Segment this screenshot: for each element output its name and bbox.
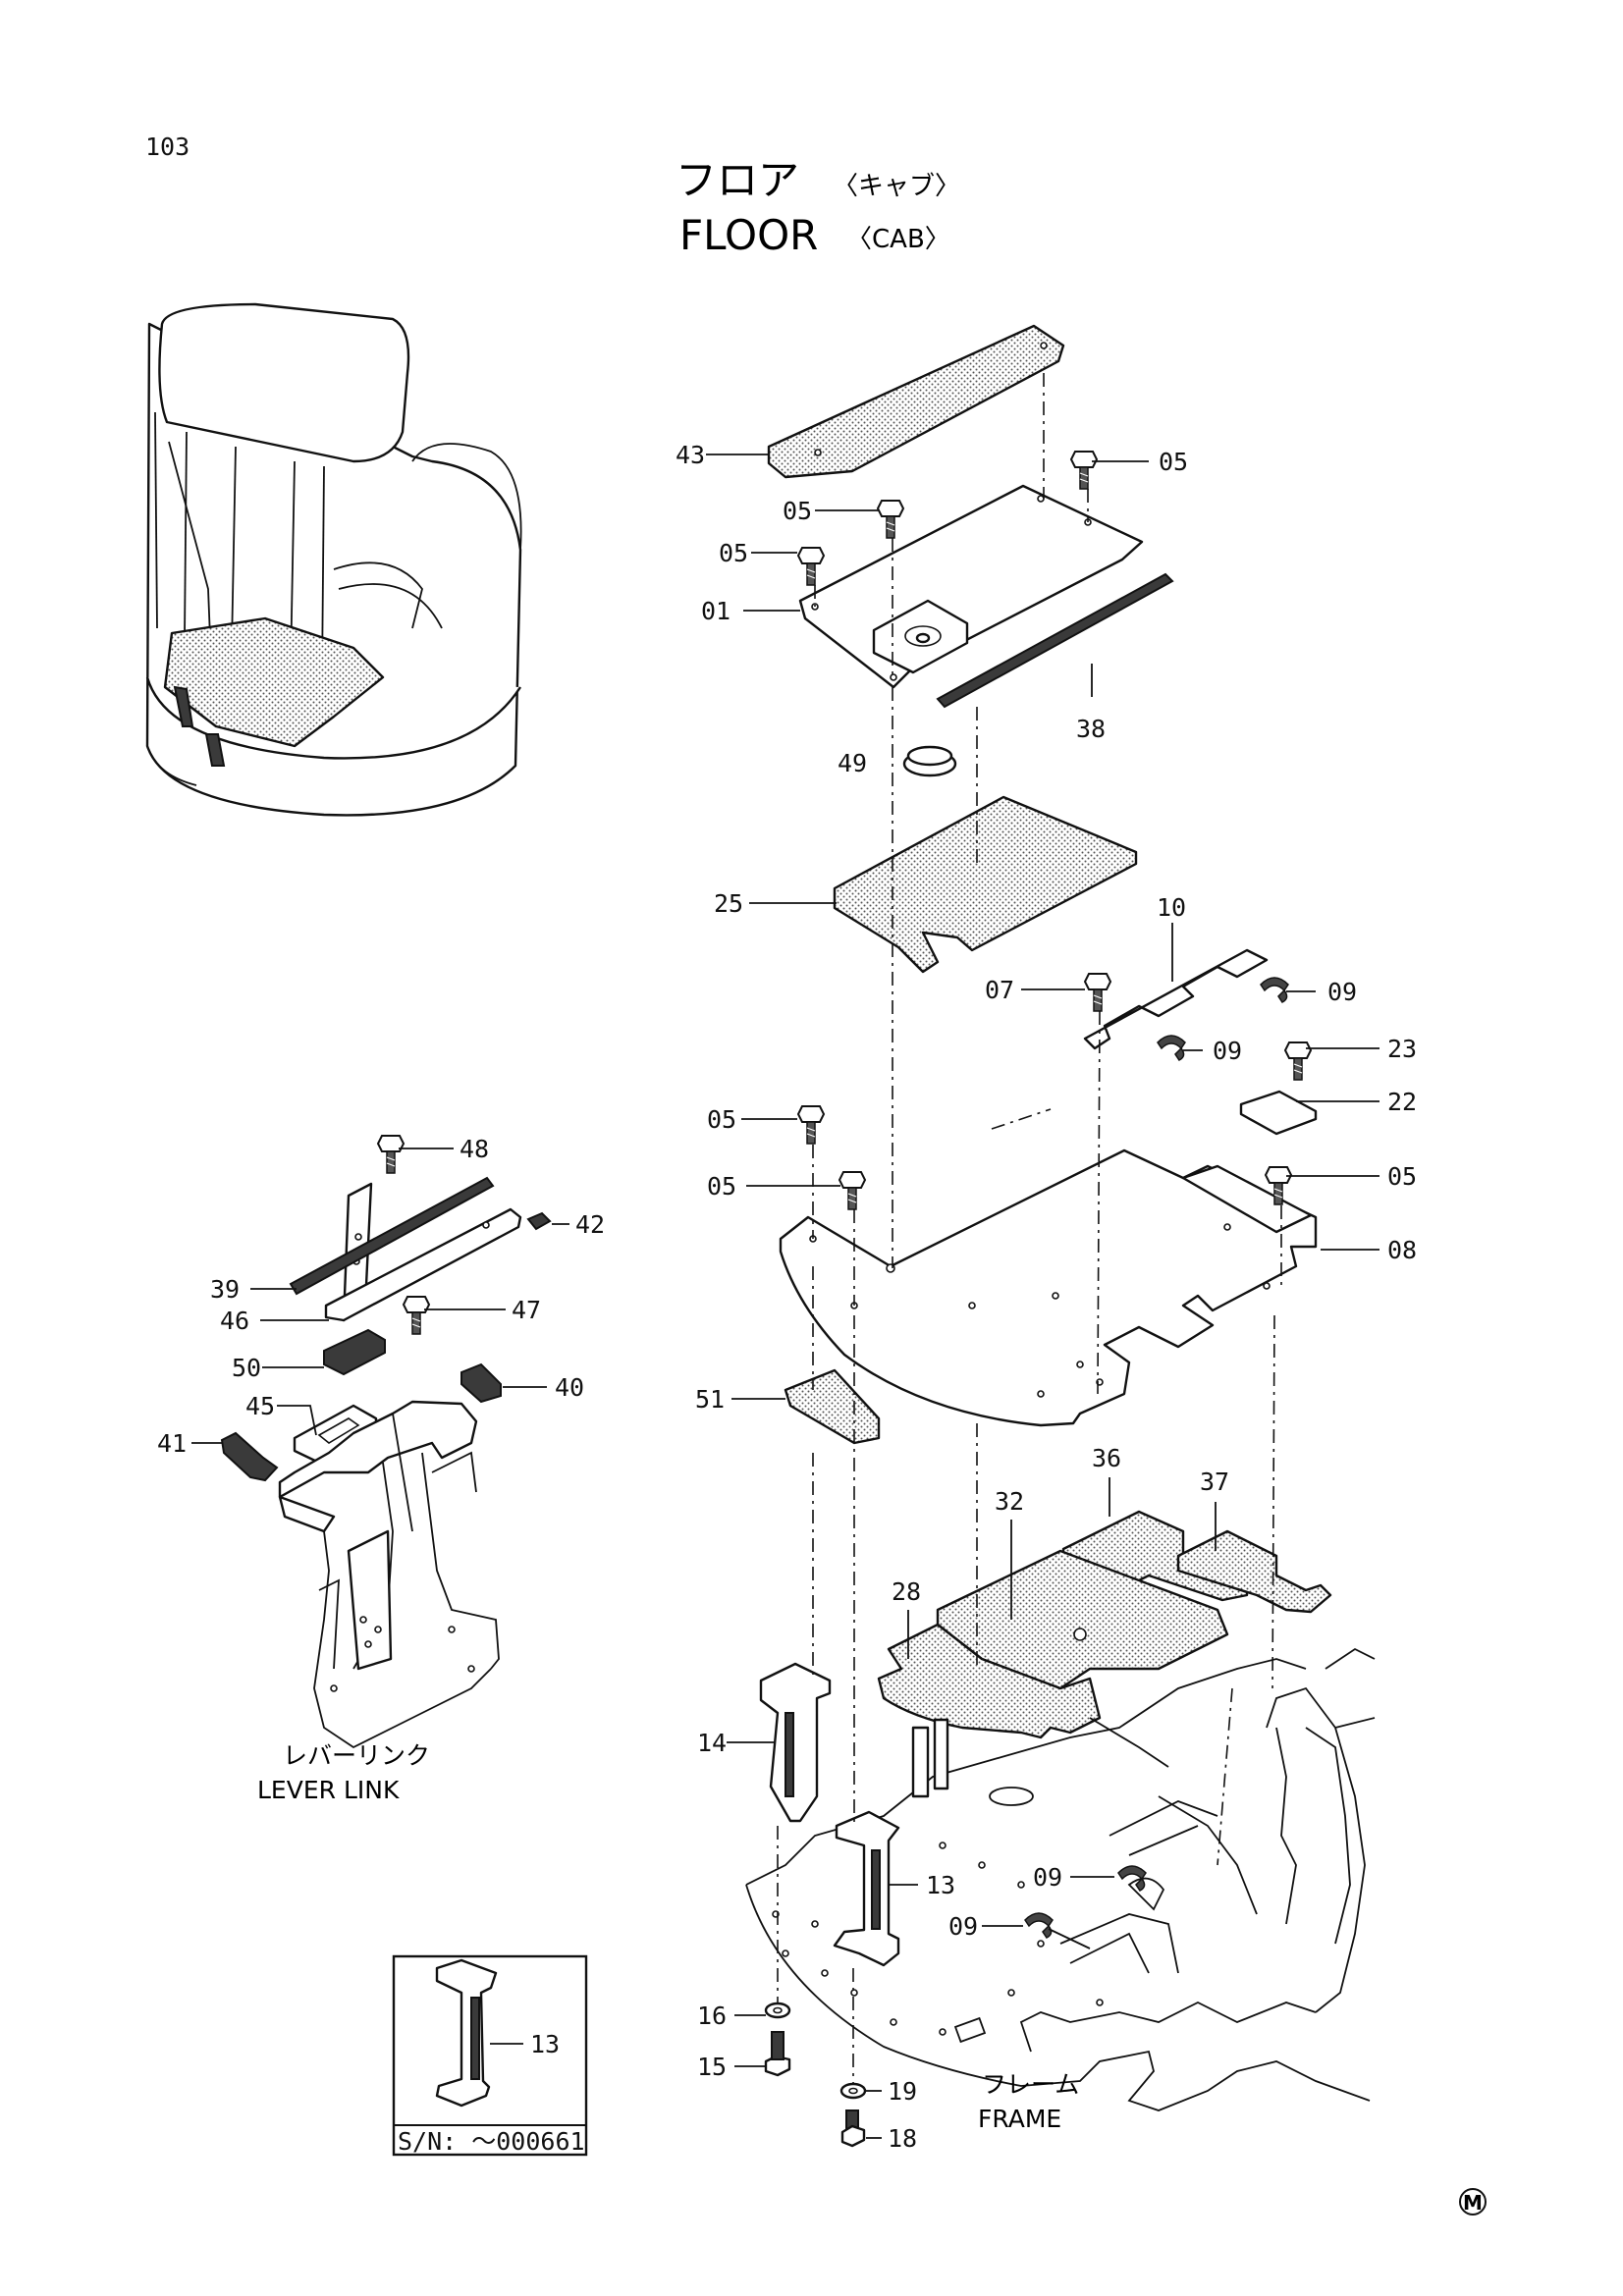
callout-15: 15 bbox=[697, 2053, 727, 2081]
callout-38: 38 bbox=[1076, 715, 1106, 743]
callout-43: 43 bbox=[676, 441, 705, 469]
part-14-bracket bbox=[759, 1662, 832, 1823]
callout-05-e: 05 bbox=[707, 1172, 736, 1201]
frame-label-jp: フレーム bbox=[982, 2070, 1079, 2099]
lever-link-label-jp: レバーリンク bbox=[283, 1741, 430, 1770]
callout-18: 18 bbox=[888, 2124, 917, 2153]
part-37-mat bbox=[1176, 1529, 1332, 1614]
part-10-bracket bbox=[1083, 948, 1269, 1050]
callout-40: 40 bbox=[555, 1373, 584, 1402]
callout-16: 16 bbox=[697, 2002, 727, 2030]
corner-mark-letter: M bbox=[1463, 2191, 1483, 2215]
part-40-pad bbox=[460, 1362, 502, 1404]
part-15-bolt bbox=[764, 2031, 791, 2077]
callout-05-b: 05 bbox=[783, 497, 812, 525]
lever-link-label-en: LEVER LINK bbox=[257, 1776, 400, 1804]
callout-50: 50 bbox=[232, 1354, 261, 1382]
callout-labels: 43 05 05 05 01 38 49 25 10 07 09 09 23 2… bbox=[157, 441, 1417, 2153]
page-number: 103 bbox=[145, 133, 189, 161]
cab-overview-illustration bbox=[145, 302, 522, 817]
callout-09-c: 09 bbox=[1033, 1863, 1062, 1892]
callout-09-a: 09 bbox=[1327, 978, 1357, 1006]
frame-outline bbox=[745, 1658, 1307, 1886]
callout-13-a: 13 bbox=[926, 1871, 955, 1899]
callout-28: 28 bbox=[892, 1577, 921, 1606]
callout-22: 22 bbox=[1387, 1088, 1417, 1116]
subtitle-english: 〈CAB〉 bbox=[846, 225, 950, 254]
callout-37: 37 bbox=[1200, 1468, 1229, 1496]
callout-45: 45 bbox=[245, 1392, 275, 1420]
callout-46: 46 bbox=[220, 1307, 249, 1335]
callout-48: 48 bbox=[460, 1135, 489, 1163]
callout-41: 41 bbox=[157, 1429, 187, 1458]
part-08-floor-plate bbox=[779, 1148, 1318, 1427]
callout-39: 39 bbox=[210, 1275, 240, 1304]
part-50-pad bbox=[323, 1328, 386, 1376]
callout-36: 36 bbox=[1092, 1444, 1121, 1472]
part-01-plate bbox=[798, 484, 1144, 689]
serial-inset: S/N: ～000661 bbox=[392, 1954, 588, 2157]
callout-05-d: 05 bbox=[707, 1105, 736, 1134]
part-42-block bbox=[526, 1211, 552, 1231]
callout-51: 51 bbox=[695, 1385, 725, 1414]
callout-09-d: 09 bbox=[948, 1912, 978, 1941]
callout-23: 23 bbox=[1387, 1035, 1417, 1063]
title-english: FLOOR bbox=[679, 211, 818, 259]
frame-label-en: FRAME bbox=[978, 2105, 1061, 2133]
callout-05-c: 05 bbox=[719, 539, 748, 567]
callout-47: 47 bbox=[512, 1296, 541, 1324]
corner-mark: M bbox=[1459, 2188, 1487, 2216]
part-22-cover bbox=[1239, 1090, 1318, 1136]
subtitle-japanese: 〈キャブ〉 bbox=[833, 172, 960, 201]
part-13-bracket bbox=[833, 1810, 900, 1967]
callout-32: 32 bbox=[995, 1487, 1024, 1516]
callout-19: 19 bbox=[888, 2077, 917, 2106]
callout-01: 01 bbox=[701, 597, 730, 625]
serial-number-range: S/N: ～000661 bbox=[398, 2127, 585, 2156]
callout-25: 25 bbox=[714, 889, 743, 918]
floor-exploded-view bbox=[745, 324, 1376, 2148]
part-46-lever bbox=[324, 1207, 522, 1322]
part-43-cover bbox=[767, 324, 1065, 479]
callout-14: 14 bbox=[697, 1729, 727, 1757]
part-18-bolt bbox=[840, 2109, 866, 2148]
lever-link-illustration bbox=[220, 1135, 552, 1749]
part-41-pad bbox=[220, 1431, 279, 1482]
callout-05-a: 05 bbox=[1159, 448, 1188, 476]
callout-07: 07 bbox=[985, 976, 1014, 1004]
callout-09-b: 09 bbox=[1213, 1037, 1242, 1065]
leader-lines bbox=[191, 454, 1380, 2139]
part-39-strip bbox=[289, 1176, 495, 1296]
callout-10: 10 bbox=[1157, 893, 1186, 922]
callout-13-inset: 13 bbox=[530, 2030, 560, 2058]
callout-42: 42 bbox=[575, 1210, 605, 1239]
callout-05-f: 05 bbox=[1387, 1162, 1417, 1191]
callout-49: 49 bbox=[838, 749, 867, 777]
part-25-mat bbox=[833, 795, 1138, 974]
callout-08: 08 bbox=[1387, 1236, 1417, 1264]
part-51-pad bbox=[784, 1368, 881, 1445]
title-japanese: フロア bbox=[676, 156, 799, 204]
part-38-strip bbox=[936, 572, 1174, 709]
